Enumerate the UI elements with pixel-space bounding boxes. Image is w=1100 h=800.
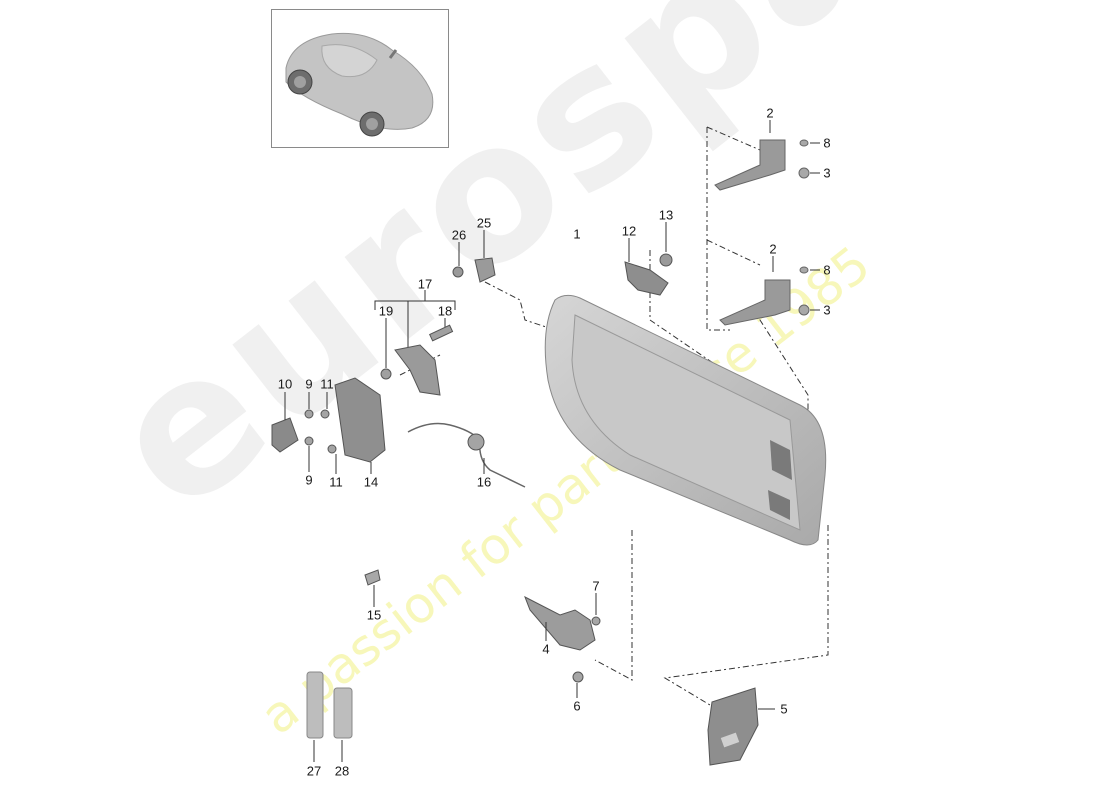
callout-11: 11 xyxy=(329,474,343,490)
callout-28: 28 xyxy=(334,763,350,779)
callout-3: 3 xyxy=(823,165,831,181)
callout-9: 9 xyxy=(305,376,313,392)
callout-5: 5 xyxy=(780,701,788,717)
callout-27: 27 xyxy=(306,763,322,779)
callout-1: 1 xyxy=(573,226,581,242)
callout-4: 4 xyxy=(542,641,550,657)
callout-6: 6 xyxy=(573,698,581,714)
callout-15: 15 xyxy=(366,607,382,623)
door-shell xyxy=(544,294,827,546)
callout-8: 8 xyxy=(823,262,831,278)
callout-25: 25 xyxy=(476,215,492,231)
callout-2: 2 xyxy=(766,105,774,121)
callout-12: 12 xyxy=(621,223,637,239)
callout-13: 13 xyxy=(658,207,674,223)
callout-2: 2 xyxy=(769,241,777,257)
callout-16: 16 xyxy=(476,474,492,490)
callout-8: 8 xyxy=(823,135,831,151)
callout-26: 26 xyxy=(451,227,467,243)
callout-9: 9 xyxy=(305,472,313,488)
callout-10: 10 xyxy=(277,376,293,392)
vehicle-overview-thumbnail xyxy=(271,9,449,148)
car-icon xyxy=(285,32,434,137)
callout-19: 19 xyxy=(378,303,394,319)
callout-14: 14 xyxy=(363,474,379,490)
callout-3: 3 xyxy=(823,302,831,318)
callout-18: 18 xyxy=(437,303,453,319)
callout-11: 11 xyxy=(320,376,334,392)
callout-7: 7 xyxy=(592,578,600,594)
callout-17: 17 xyxy=(417,276,433,292)
